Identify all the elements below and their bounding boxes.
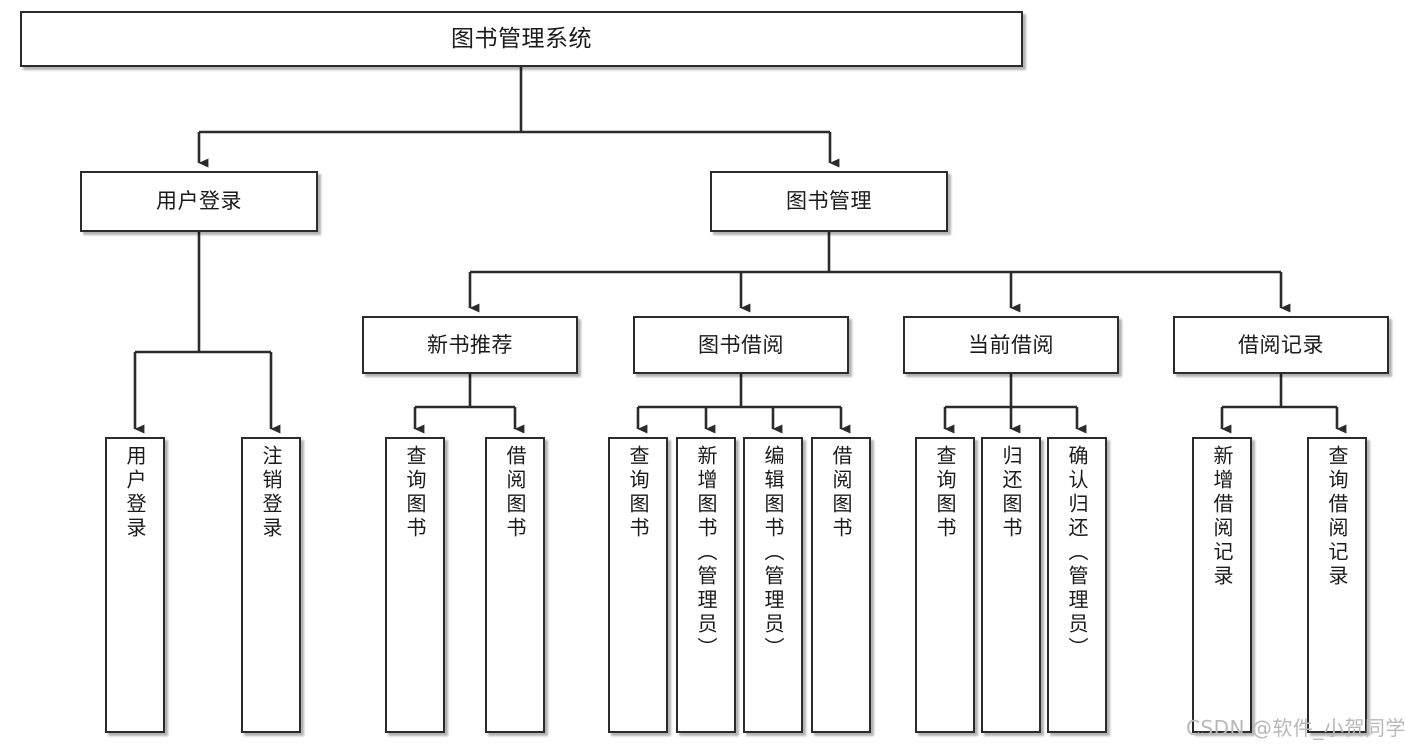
node-label-leaf-query-book: 查询图书 — [626, 445, 650, 541]
node-box-borrow-record[interactable]: 借阅记录 — [1173, 316, 1389, 374]
edge-user-login-to-leaves — [133, 232, 281, 434]
node-box-new-book-rec[interactable]: 新书推荐 — [362, 316, 578, 374]
node-label-leaf-logout: 注销登录 — [259, 445, 283, 541]
node-box-book-manage[interactable]: 图书管理 — [710, 171, 948, 232]
node-box-leaf-borrow-book-rec[interactable]: 借阅图书 — [485, 437, 545, 733]
node-box-root[interactable]: 图书管理系统 — [20, 11, 1023, 67]
edge-root-to-level2 — [197, 67, 840, 168]
node-label-leaf-user-login: 用户登录 — [123, 445, 147, 541]
node-box-leaf-add-record[interactable]: 新增借阅记录 — [1192, 437, 1252, 733]
node-label-leaf-confirm-return: 确认归还（管理员） — [1065, 445, 1089, 661]
node-label-book-manage: 图书管理 — [786, 189, 872, 214]
edge-borrow-record-to-leaves — [1220, 374, 1347, 434]
node-label-leaf-edit-book: 编辑图书（管理员） — [761, 445, 785, 661]
node-box-leaf-confirm-return[interactable]: 确认归还（管理员） — [1047, 437, 1107, 733]
node-box-leaf-user-login[interactable]: 用户登录 — [105, 437, 165, 733]
edge-book-borrow-to-leaves — [636, 374, 851, 434]
node-box-leaf-add-book[interactable]: 新增图书（管理员） — [676, 437, 736, 733]
node-label-root: 图书管理系统 — [451, 25, 592, 52]
node-label-leaf-query-record: 查询借阅记录 — [1325, 445, 1349, 589]
node-label-leaf-query-book-cur: 查询图书 — [933, 445, 957, 541]
node-label-leaf-add-book: 新增图书（管理员） — [694, 445, 718, 661]
node-box-book-borrow[interactable]: 图书借阅 — [633, 316, 849, 374]
node-label-leaf-query-book-rec: 查询图书 — [403, 445, 427, 541]
node-label-book-borrow: 图书借阅 — [698, 332, 784, 357]
node-label-current-borrow: 当前借阅 — [968, 332, 1054, 357]
node-box-leaf-query-book-rec[interactable]: 查询图书 — [385, 437, 445, 733]
node-label-borrow-record: 借阅记录 — [1238, 332, 1324, 357]
node-box-user-login[interactable]: 用户登录 — [80, 171, 318, 232]
node-box-leaf-return-book[interactable]: 归还图书 — [981, 437, 1041, 733]
node-box-leaf-query-book-cur[interactable]: 查询图书 — [915, 437, 975, 733]
node-box-leaf-query-record[interactable]: 查询借阅记录 — [1307, 437, 1367, 733]
node-box-leaf-logout[interactable]: 注销登录 — [241, 437, 301, 733]
node-label-user-login: 用户登录 — [156, 189, 242, 214]
edge-book-manage-to-level3 — [468, 232, 1291, 313]
node-box-leaf-query-book[interactable]: 查询图书 — [608, 437, 668, 733]
node-label-new-book-rec: 新书推荐 — [427, 332, 513, 357]
node-label-leaf-return-book: 归还图书 — [999, 445, 1023, 541]
edge-new-book-rec-to-leaves — [413, 374, 525, 434]
edge-current-borrow-to-leaves — [943, 374, 1087, 434]
node-box-current-borrow[interactable]: 当前借阅 — [903, 316, 1119, 374]
node-box-leaf-edit-book[interactable]: 编辑图书（管理员） — [743, 437, 803, 733]
node-label-leaf-borrow-book: 借阅图书 — [829, 445, 853, 541]
node-box-leaf-borrow-book[interactable]: 借阅图书 — [811, 437, 871, 733]
node-label-leaf-borrow-book-rec: 借阅图书 — [503, 445, 527, 541]
node-label-leaf-add-record: 新增借阅记录 — [1210, 445, 1234, 589]
